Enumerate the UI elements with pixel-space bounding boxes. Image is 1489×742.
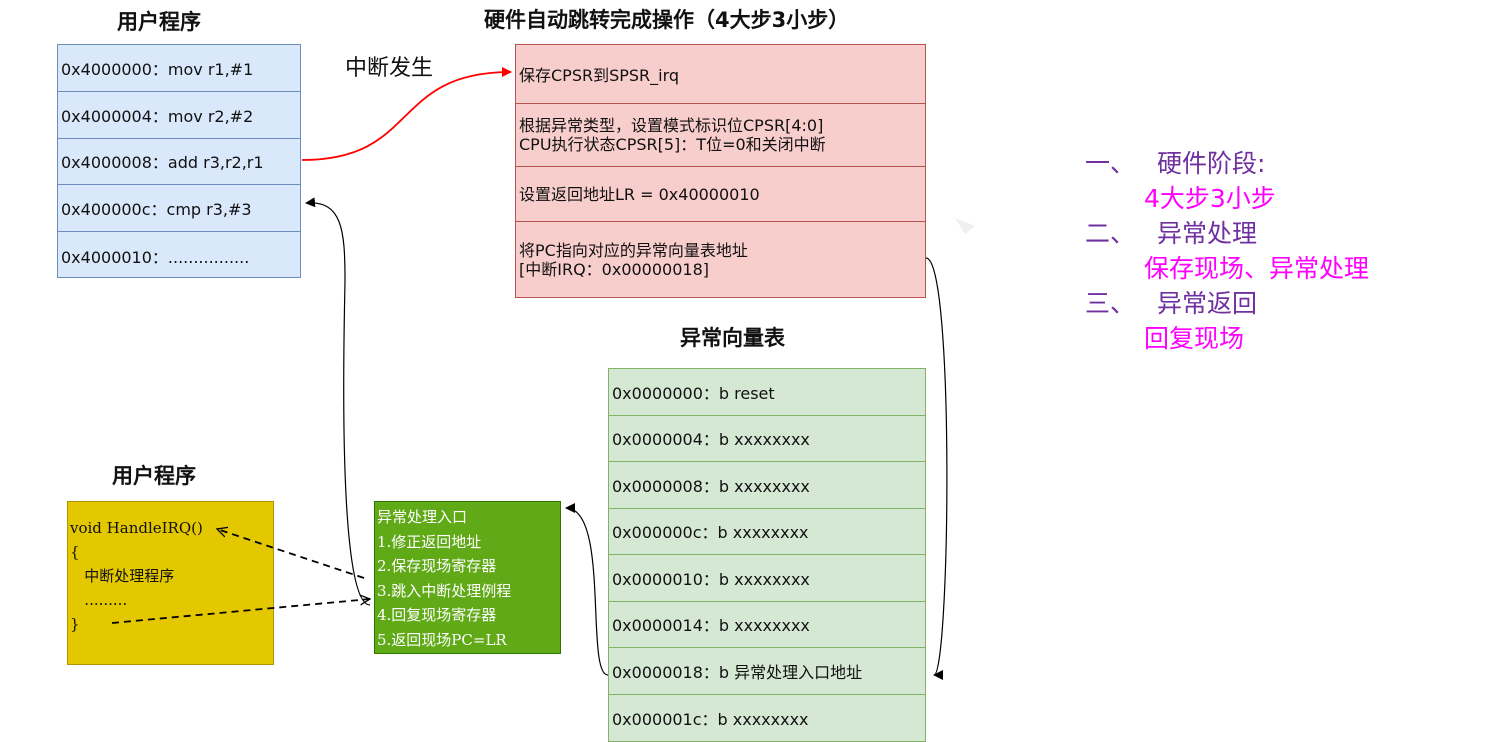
hardware-steps-box: 保存CPSR到SPSR_irq 根据异常类型，设置模式标识位CPSR[4:0] … (515, 44, 926, 298)
hardware-steps-title: 硬件自动跳转完成操作（4大步3小步） (484, 8, 850, 32)
instruction-row: 0x4000008：add r3,r2,r1 (58, 139, 300, 186)
return-arrow (305, 197, 371, 606)
user-program-box: 0x4000000：mov r1,#1 0x4000004：mov r2,#2 … (57, 44, 301, 278)
entry-line: 1.修正返回地址 (377, 532, 482, 551)
note-detail: 回复现场 (1144, 324, 1245, 353)
instruction-row: 0x4000000：mov r1,#1 (58, 45, 300, 92)
vector-entry: 0x0000008：b xxxxxxxx (609, 462, 925, 509)
hardware-step: 保存CPSR到SPSR_irq (516, 45, 925, 104)
vector-table-box: 0x0000000：b reset 0x0000004：b xxxxxxxx 0… (608, 368, 926, 742)
vector-entry: 0x000000c：b xxxxxxxx (609, 509, 925, 555)
handler-code-line: } (70, 615, 80, 633)
note-number: 二、 (1085, 219, 1136, 248)
hardware-step-line: 设置返回地址LR = 0x40000010 (519, 184, 760, 204)
handler-return-arrow (111, 599, 370, 624)
note-number: 一、 (1085, 149, 1136, 178)
entry-line: 4.回复现场寄存器 (377, 606, 497, 624)
handler-program-title: 用户程序 (112, 464, 196, 488)
note-detail: 保存现场、异常处理 (1144, 254, 1370, 283)
irq-handler-box: void HandleIRQ() { 中断处理程序 ......... } (67, 501, 274, 665)
note-step-3-detail: 回复现场 (1085, 321, 1445, 356)
handler-code-line: ......... (70, 591, 128, 609)
call-handler-arrow (217, 529, 365, 579)
vector-entry: 0x0000010：b xxxxxxxx (609, 555, 925, 602)
vector-entry: 0x0000000：b reset (609, 369, 925, 416)
vector-entry: 0x0000014：b xxxxxxxx (609, 602, 925, 648)
vector-jump-arrow (925, 257, 948, 680)
note-number: 三、 (1085, 289, 1136, 318)
hardware-step: 根据异常类型，设置模式标识位CPSR[4:0] CPU执行状态CPSR[5]：T… (516, 104, 925, 167)
hardware-step-line: 保存CPSR到SPSR_irq (519, 65, 680, 85)
hardware-step-line: [中断IRQ：0x00000018] (519, 259, 710, 279)
vector-entry: 0x000001c：b xxxxxxxx (612, 709, 809, 729)
note-detail: 4大步3小步 (1144, 184, 1276, 213)
note-step-3: 三、 异常返回 (1085, 286, 1445, 321)
note-heading: 异常返回 (1157, 289, 1258, 318)
instruction-row: 0x4000004：mov r2,#2 (58, 92, 300, 139)
handler-code-line: void HandleIRQ() (70, 519, 203, 537)
note-step-1: 一、 硬件阶段: (1085, 146, 1445, 181)
decorative-mark (955, 218, 975, 234)
hardware-step: 设置返回地址LR = 0x40000010 (516, 167, 925, 222)
instruction-row: 0x400000c：cmp r3,#3 (58, 185, 300, 233)
handler-code-line: { (70, 543, 80, 561)
note-step-2: 二、 异常处理 (1085, 216, 1445, 251)
interrupt-arrow (301, 67, 512, 161)
entry-jump-arrow (565, 503, 609, 676)
hardware-step-line: 根据异常类型，设置模式标识位CPSR[4:0] (519, 116, 824, 135)
instruction-row: 0x4000010：................ (61, 247, 250, 267)
vector-entry: 0x0000004：b xxxxxxxx (609, 416, 925, 462)
summary-notes: 一、 硬件阶段: 4大步3小步 二、 异常处理 保存现场、异常处理 三、 异常返… (1085, 146, 1445, 356)
hardware-step: 将PC指向对应的异常向量表地址 [中断IRQ：0x00000018] (516, 222, 925, 297)
vector-table-title: 异常向量表 (680, 326, 785, 350)
entry-line: 2.保存现场寄存器 (377, 557, 497, 575)
interrupt-label: 中断发生 (345, 56, 434, 81)
entry-line: 3.跳入中断处理例程 (377, 581, 512, 600)
exception-entry-box: 异常处理入口 1.修正返回地址 2.保存现场寄存器 3.跳入中断处理例程 4.回… (374, 501, 561, 654)
user-program-title: 用户程序 (117, 10, 201, 34)
entry-line: 5.返回现场PC=LR (377, 630, 507, 649)
note-step-1-detail: 4大步3小步 (1085, 181, 1445, 216)
handler-code-line: 中断处理程序 (70, 567, 175, 585)
entry-line: 异常处理入口 (377, 508, 468, 526)
vector-entry: 0x0000018：b 异常处理入口地址 (609, 648, 925, 695)
note-step-2-detail: 保存现场、异常处理 (1085, 251, 1445, 286)
note-heading: 异常处理 (1157, 219, 1258, 248)
hardware-step-line: 将PC指向对应的异常向量表地址 (519, 240, 748, 260)
hardware-step-line: CPU执行状态CPSR[5]：T位=0和关闭中断 (519, 135, 826, 154)
note-heading: 硬件阶段: (1157, 149, 1266, 178)
